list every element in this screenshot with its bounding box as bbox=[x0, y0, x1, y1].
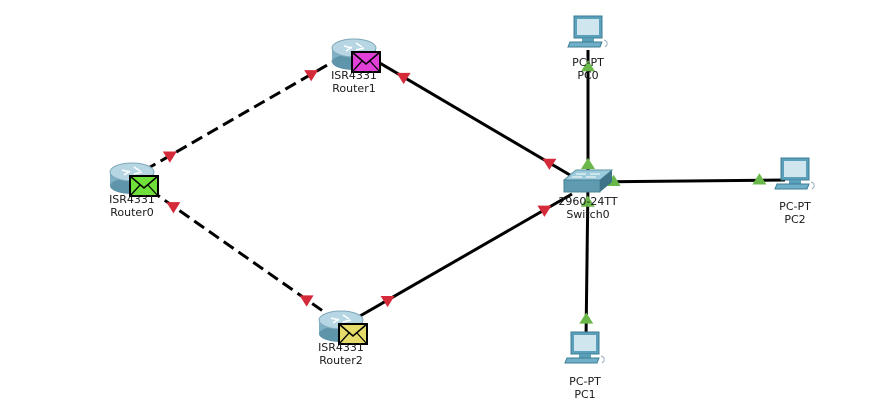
pc-icon bbox=[567, 15, 608, 48]
pc-icon bbox=[774, 157, 815, 190]
device-name: PC2 bbox=[784, 213, 806, 226]
link-status-down-icon bbox=[166, 202, 181, 214]
link-status-down-icon bbox=[162, 151, 177, 163]
pdu-envelope-icon[interactable] bbox=[351, 51, 381, 73]
link-status-down-icon bbox=[304, 70, 319, 82]
link-status-down-icon bbox=[396, 72, 411, 85]
pc-icon bbox=[564, 331, 605, 364]
device-pc2[interactable] bbox=[774, 157, 815, 190]
link-status-down-icon bbox=[537, 205, 552, 217]
device-model: PC-PT bbox=[569, 375, 601, 388]
device-name: Router2 bbox=[319, 354, 363, 367]
link-status-up-icon bbox=[752, 173, 767, 185]
device-model: ISR4331 bbox=[318, 341, 364, 354]
device-model: PC-PT bbox=[572, 56, 604, 69]
pdu-envelope-icon[interactable] bbox=[338, 323, 368, 345]
link-status-up-icon bbox=[579, 312, 594, 324]
link-status-down-icon bbox=[380, 295, 395, 308]
link-status-up-icon bbox=[581, 157, 595, 170]
device-pc1[interactable] bbox=[564, 331, 605, 364]
pdu-envelope-icon[interactable] bbox=[129, 175, 159, 197]
link-status-down-icon bbox=[542, 158, 557, 170]
link-status-up-icon bbox=[581, 60, 595, 72]
devices-layer bbox=[109, 15, 815, 364]
link-router0-router2[interactable] bbox=[149, 188, 331, 318]
link-router0-router1[interactable] bbox=[144, 58, 337, 172]
link-status-up-icon bbox=[580, 195, 595, 207]
device-router2[interactable] bbox=[318, 310, 368, 345]
device-switch0[interactable] bbox=[562, 169, 614, 193]
device-router1[interactable] bbox=[331, 38, 381, 73]
link-router1-switch0[interactable] bbox=[377, 60, 576, 180]
device-model: ISR4331 bbox=[109, 193, 155, 206]
device-name: Router0 bbox=[110, 206, 154, 219]
link-status-markers bbox=[162, 60, 767, 324]
device-pc0[interactable] bbox=[567, 15, 608, 48]
device-model: PC-PT bbox=[779, 200, 811, 213]
switch-icon bbox=[562, 169, 614, 193]
device-name: PC0 bbox=[577, 69, 599, 82]
device-model: ISR4331 bbox=[331, 69, 377, 82]
links-layer bbox=[144, 50, 786, 341]
device-name: Switch0 bbox=[566, 208, 610, 221]
device-router0[interactable] bbox=[109, 162, 159, 197]
device-model: 2960-24TT bbox=[558, 195, 618, 208]
device-name: Router1 bbox=[332, 82, 376, 95]
link-status-down-icon bbox=[299, 295, 314, 307]
device-name: PC1 bbox=[574, 388, 596, 401]
link-router2-switch0[interactable] bbox=[359, 192, 573, 318]
link-switch0-pc2[interactable] bbox=[587, 178, 786, 184]
